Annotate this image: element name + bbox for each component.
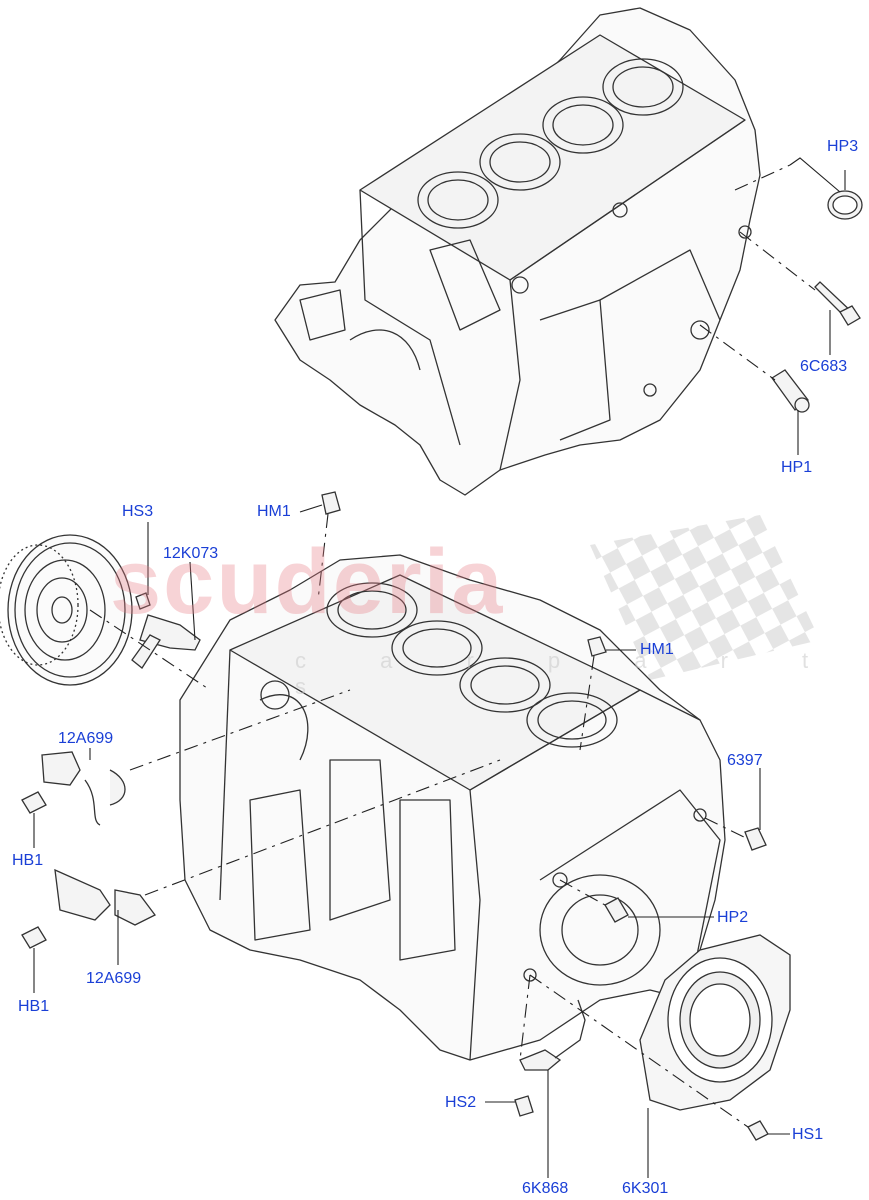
callout-hp1[interactable]: HP1 xyxy=(781,459,813,476)
callout-hp3[interactable]: HP3 xyxy=(827,138,859,155)
callout-hm1-mid[interactable]: HM1 xyxy=(640,641,674,658)
rear-seal-carrier xyxy=(639,934,791,1111)
callout-12a699-top[interactable]: 12A699 xyxy=(58,730,114,747)
callout-hp2[interactable]: HP2 xyxy=(717,909,749,926)
callout-hs3[interactable]: HS3 xyxy=(122,503,154,520)
callout-6k868[interactable]: 6K868 xyxy=(522,1180,569,1197)
assembly-lines xyxy=(89,164,816,1128)
callout-hs1[interactable]: HS1 xyxy=(792,1126,824,1143)
callout-hm1-top[interactable]: HM1 xyxy=(257,503,291,520)
lower-engine-block xyxy=(179,554,726,1061)
small-parts xyxy=(21,190,863,1141)
callout-6c683[interactable]: 6C683 xyxy=(800,358,848,375)
watermark-brand: scuderia xyxy=(110,531,505,633)
crank-pulley xyxy=(0,534,133,686)
callout-6k301[interactable]: 6K301 xyxy=(622,1180,669,1197)
callout-hb1-bot[interactable]: HB1 xyxy=(18,998,50,1015)
callout-6397[interactable]: 6397 xyxy=(727,752,763,769)
upper-engine-block xyxy=(274,7,761,496)
callout-12a699-bot[interactable]: 12A699 xyxy=(86,970,142,987)
watermark-sub: c a r p a r t s xyxy=(295,648,843,699)
callout-hs2[interactable]: HS2 xyxy=(445,1094,477,1111)
callout-hb1-top[interactable]: HB1 xyxy=(12,852,44,869)
callout-12k073[interactable]: 12K073 xyxy=(163,545,219,562)
watermark-checker-flag xyxy=(590,515,820,680)
label-leaders xyxy=(33,157,846,1178)
